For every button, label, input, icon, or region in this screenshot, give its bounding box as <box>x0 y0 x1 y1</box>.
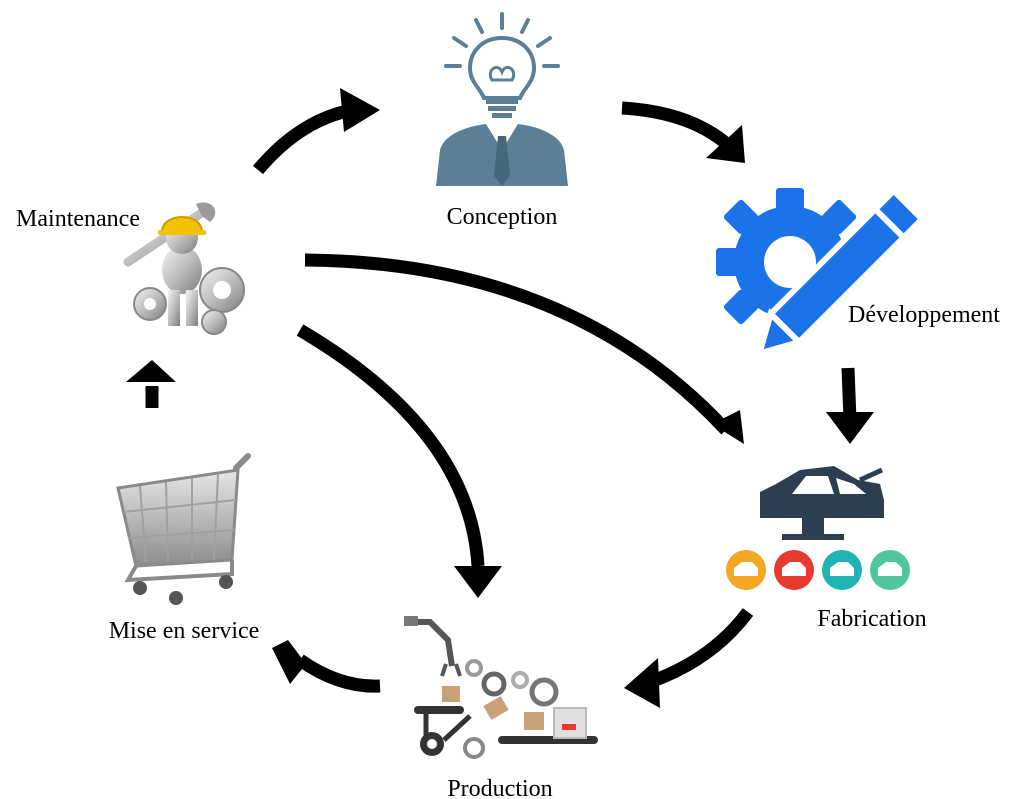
edge-fabrication-production <box>624 608 754 708</box>
fabrication-badge-red <box>774 550 814 590</box>
node-label-developpement: Développement <box>848 302 1000 328</box>
gear-pencil-icon <box>716 186 927 358</box>
fabrication-badge-orange <box>726 550 766 590</box>
node-label-fabrication: Fabrication <box>817 606 926 632</box>
worker-wrench-gears-icon <box>123 202 245 335</box>
node-label-conception: Conception <box>447 204 558 230</box>
edge-maintenance-conception <box>253 88 380 175</box>
edge-developpement-fabrication <box>826 367 874 444</box>
node-label-mise-en-service: Mise en service <box>109 618 260 644</box>
car-body-assembly-icon <box>726 466 910 590</box>
edge-maintenance-fabrication <box>304 253 744 444</box>
edge-conception-developpement <box>621 101 745 163</box>
fabrication-badge-green <box>870 550 910 590</box>
edge-mise-en-service-maintenance <box>126 360 176 408</box>
conveyor-factory-icon <box>404 616 598 759</box>
edge-maintenance-production <box>296 324 502 598</box>
node-label-production: Production <box>447 776 552 799</box>
edge-production-mise-en-service <box>272 640 381 693</box>
node-label-maintenance: Maintenance <box>16 206 140 232</box>
fabrication-badge-teal <box>822 550 862 590</box>
idea-businessman-icon <box>436 12 568 186</box>
shopping-cart-icon <box>116 453 251 605</box>
